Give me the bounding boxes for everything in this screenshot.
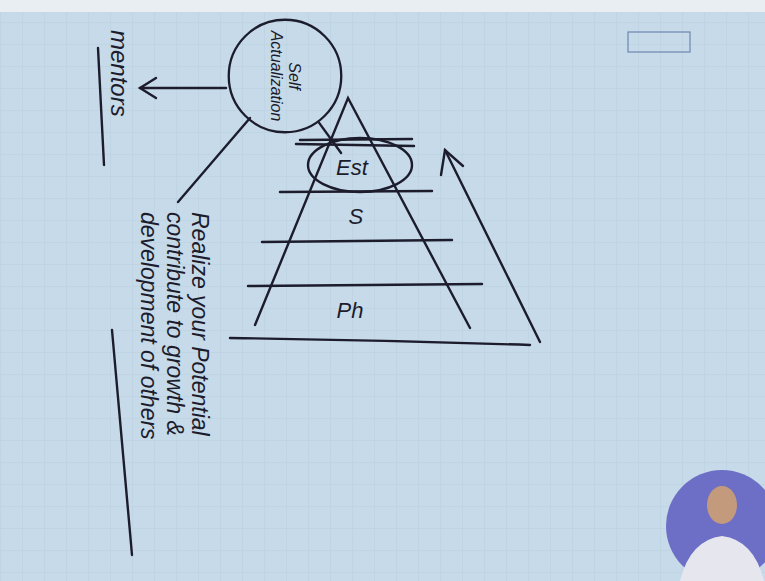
presenter-body [680,536,764,581]
pyramid-band: S [345,202,368,232]
pointer-arrow [140,87,226,89]
side-note: Realize your Potential contribute to gro… [136,212,212,462]
node-text: Est [336,155,368,180]
underline [98,48,104,165]
top-strip [0,0,765,12]
arrow-head [140,78,156,98]
band-line [262,240,452,242]
arrow-head [441,150,463,175]
pyramid-base [230,338,530,345]
leader-line [178,118,250,202]
need-circle: Self Actualization [227,18,343,134]
stamp-box [628,32,690,52]
underline [112,330,132,555]
node-text: Self Actualization [267,26,304,126]
pyramid-band: Ph [333,296,368,326]
side-note: mentors [106,30,132,117]
connector-line [319,123,341,153]
presenter-frame [666,470,765,581]
highlight-ellipse [308,138,412,192]
pyramid-band: Est [332,153,372,183]
node-text: S [349,204,364,229]
presenter-head [707,486,737,524]
rising-arrow [445,150,540,342]
node-text: Ph [337,298,364,323]
band-line [248,284,482,286]
